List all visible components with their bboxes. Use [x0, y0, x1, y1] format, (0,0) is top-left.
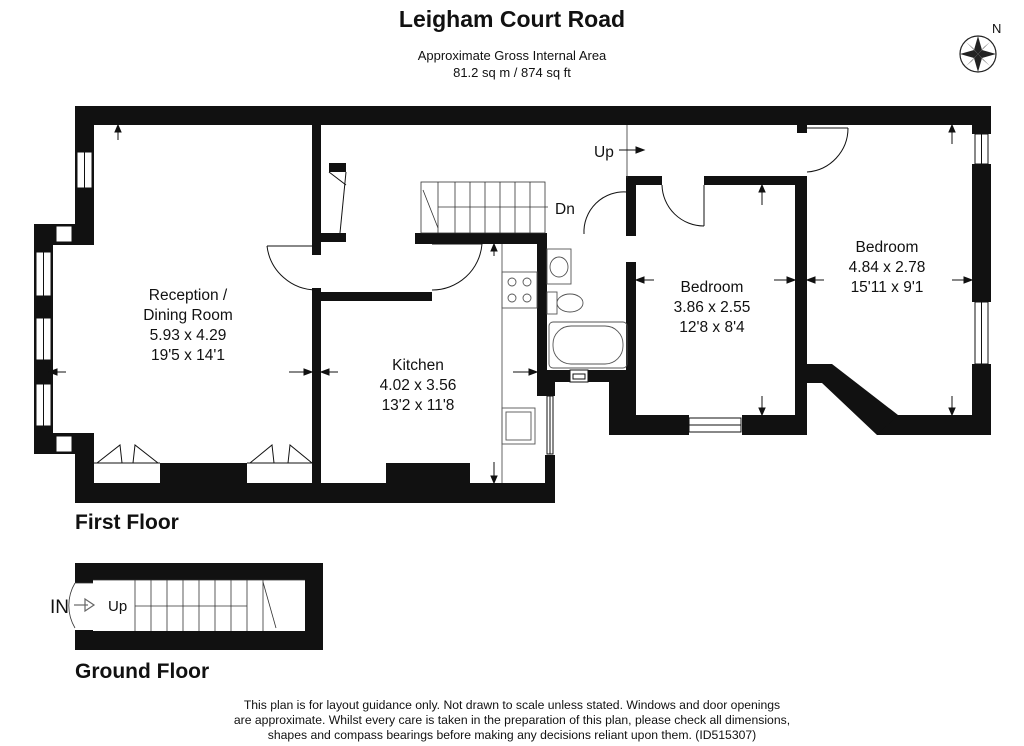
first-floor-windows — [35, 133, 989, 455]
compass-north-label: N — [992, 21, 1001, 36]
bedroom-middle-imperial: 12'8 x 8'4 — [679, 319, 745, 336]
disclaimer-line2: are approximate. Whilst every care is ta… — [233, 713, 791, 727]
first-floor-walls — [34, 106, 991, 503]
ground-floor-walls — [75, 563, 323, 650]
ground-stairs-up-label: Up — [108, 598, 127, 615]
bedroom-right-metric: 4.84 x 2.78 — [849, 259, 926, 276]
disclaimer-line3: shapes and compass bearings before makin… — [267, 728, 757, 742]
area-label: Approximate Gross Internal Area — [417, 48, 607, 63]
area-value: 81.2 sq m / 874 sq ft — [453, 65, 571, 80]
dimension-arrows — [47, 123, 974, 485]
entrance-label: IN — [50, 597, 69, 618]
stairs-up-label: Up — [594, 144, 614, 161]
first-floor-label: First Floor — [75, 511, 179, 534]
kitchen-imperial: 13'2 x 11'8 — [382, 397, 455, 414]
kitchen-fixtures — [501, 244, 628, 483]
bedroom-right-imperial: 15'11 x 9'1 — [851, 279, 924, 296]
first-floor-stairs — [420, 125, 628, 234]
bedroom-right-label: Bedroom — [856, 239, 919, 256]
reception-imperial: 19'5 x 14'1 — [151, 347, 225, 364]
plan-title: Leigham Court Road — [398, 6, 626, 32]
ground-floor-label: Ground Floor — [75, 660, 210, 683]
bedroom-middle-metric: 3.86 x 2.55 — [674, 299, 751, 316]
entrance-arrow-icon — [74, 597, 96, 613]
reception-label-line1: Reception / — [149, 287, 228, 304]
ground-floor-stairs — [68, 579, 305, 631]
stairs-down-label: Dn — [555, 201, 575, 218]
reception-label-line2: Dining Room — [143, 307, 233, 324]
reception-metric: 5.93 x 4.29 — [150, 327, 227, 344]
compass-icon: N — [959, 21, 1001, 73]
disclaimer-line1: This plan is for layout guidance only. N… — [243, 698, 781, 712]
kitchen-label: Kitchen — [392, 357, 444, 374]
bedroom-middle-label: Bedroom — [681, 279, 744, 296]
kitchen-metric: 4.02 x 3.56 — [380, 377, 457, 394]
first-floor-doors — [94, 127, 849, 464]
